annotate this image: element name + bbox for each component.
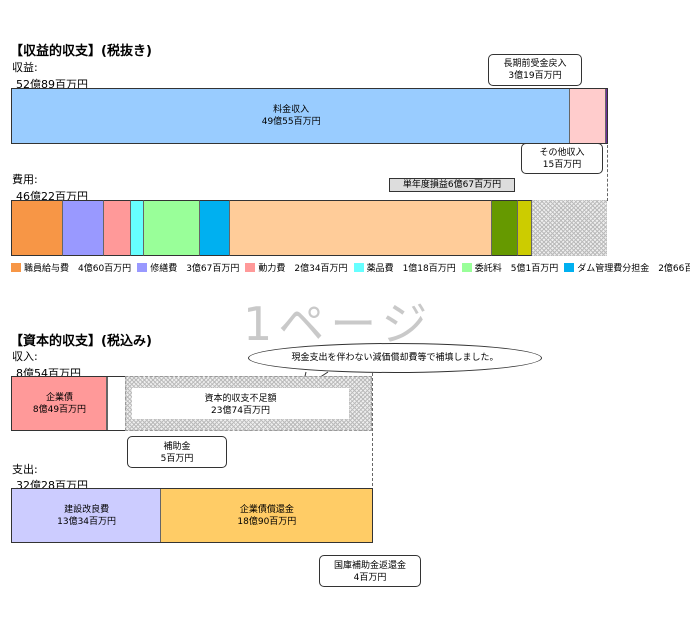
bar-segment [11,200,63,256]
callout-value: 5百万円 [160,454,194,464]
legend-text: 修繕費 3億67百万円 [150,264,240,274]
legend-item: 薬品費 1億18百万円 [353,263,456,275]
income-label: 収入: [12,350,38,363]
legend-swatch [564,263,575,272]
legend-item: 委託料 5億1百万円 [461,263,559,275]
bar-segment [106,377,108,430]
segment-value: 49億55百万円 [261,117,321,127]
callout-long-term-deferred: 長期前受金戻入 3億19百万円 [488,54,582,86]
segment-name: 料金収入 [273,105,310,115]
bar-segment [200,200,231,256]
legend-item: ダム管理費分担金 2億66百万円 [564,263,690,275]
bar-segment [12,377,107,430]
legend-swatch [137,263,148,272]
bar-segment [62,200,105,256]
legend-text: 薬品費 1億18百万円 [366,264,456,274]
legend: 職員給与費 4億60百万円 修繕費 3億67百万円 動力費 2億34百万円 薬品費 1… [11,263,690,275]
expense-label: 費用: [12,173,38,186]
expense-bar [11,200,608,256]
legend-swatch [461,263,472,272]
shortfall-name: 資本的収支不足額 [204,394,277,404]
section1-title: 【収益的収支】(税抜き) [10,44,152,59]
legend-text: 委託料 5億1百万円 [474,264,559,274]
bar-segment [517,200,532,256]
callout-name: 補助金 [163,442,191,452]
callout-subsidy: 補助金 5百万円 [127,436,227,468]
bar-segment [143,200,201,256]
legend-swatch [11,263,21,272]
callout-name: 国庫補助金返還金 [333,561,406,571]
legend-text: 動力費 2億34百万円 [258,264,348,274]
segment-name: 建設改良費 [64,504,110,515]
note-bubble: 現金支出を伴わない減価償却費等で補填しました。 [248,343,542,373]
callout-value: 4百万円 [353,573,387,583]
expense-total: 46億22百万円 [16,190,88,203]
segment-value: 8億49百万円 [32,404,87,415]
note-text: 現金支出を伴わない減価償却費等で補填しました。 [291,353,499,363]
section2-title: 【資本的収支】(税込み) [10,334,152,349]
segment-value: 18億90百万円 [237,516,297,527]
legend-item: 修繕費 3億67百万円 [137,263,239,275]
bar-segment [130,200,144,256]
bar-segment [12,89,571,143]
bar-segment [230,200,492,256]
bar-segment [570,89,607,143]
bar-segment [606,89,607,143]
bar-segment [12,489,162,542]
legend-item: 動力費 2億34百万円 [245,263,348,275]
callout-value: 3億19百万円 [508,71,562,81]
bar-segment [491,200,518,256]
dashed-connector [607,145,608,201]
bar-segment [161,489,372,542]
segment-name: 企業債償還金 [239,504,294,515]
shortfall-value: 23億74百万円 [211,406,270,416]
legend-text: ダム管理費分担金 2億66百万円 [577,264,690,274]
segment-name: 企業債 [45,392,73,403]
surplus-segment [531,200,607,256]
callout-other-income: その他収入 15百万円 [521,143,603,174]
legend-swatch [245,263,256,272]
watermark: 1ページ [243,297,434,351]
callout-value: 15百万円 [542,160,582,170]
segment-label: 料金収入 49億55百万円 [12,104,570,128]
shortfall-label: 資本的収支不足額 23億74百万円 [132,388,349,419]
legend-item: 職員給与費 4億60百万円 [11,263,131,275]
legend-swatch [353,263,364,272]
callout-name: 長期前受金戻入 [503,59,567,69]
callout-refund: 国庫補助金返還金 4百万円 [319,555,421,587]
revenue-label: 収益: [12,61,38,74]
revenue-bar: 料金収入 49億55百万円 [11,88,608,144]
legend-text: 職員給与費 4億60百万円 [24,264,132,274]
segment-value: 13億34百万円 [57,516,117,527]
revenue-total: 52億89百万円 [16,78,88,91]
callout-name: その他収入 [539,148,585,158]
bar-segment [104,200,131,256]
capital-expense-label: 支出: [12,463,38,476]
surplus-label: 単年度損益6億67百万円 [389,178,515,192]
shortfall-area: 資本的収支不足額 23億74百万円 [125,376,372,431]
dashed-connector-2 [372,373,373,486]
